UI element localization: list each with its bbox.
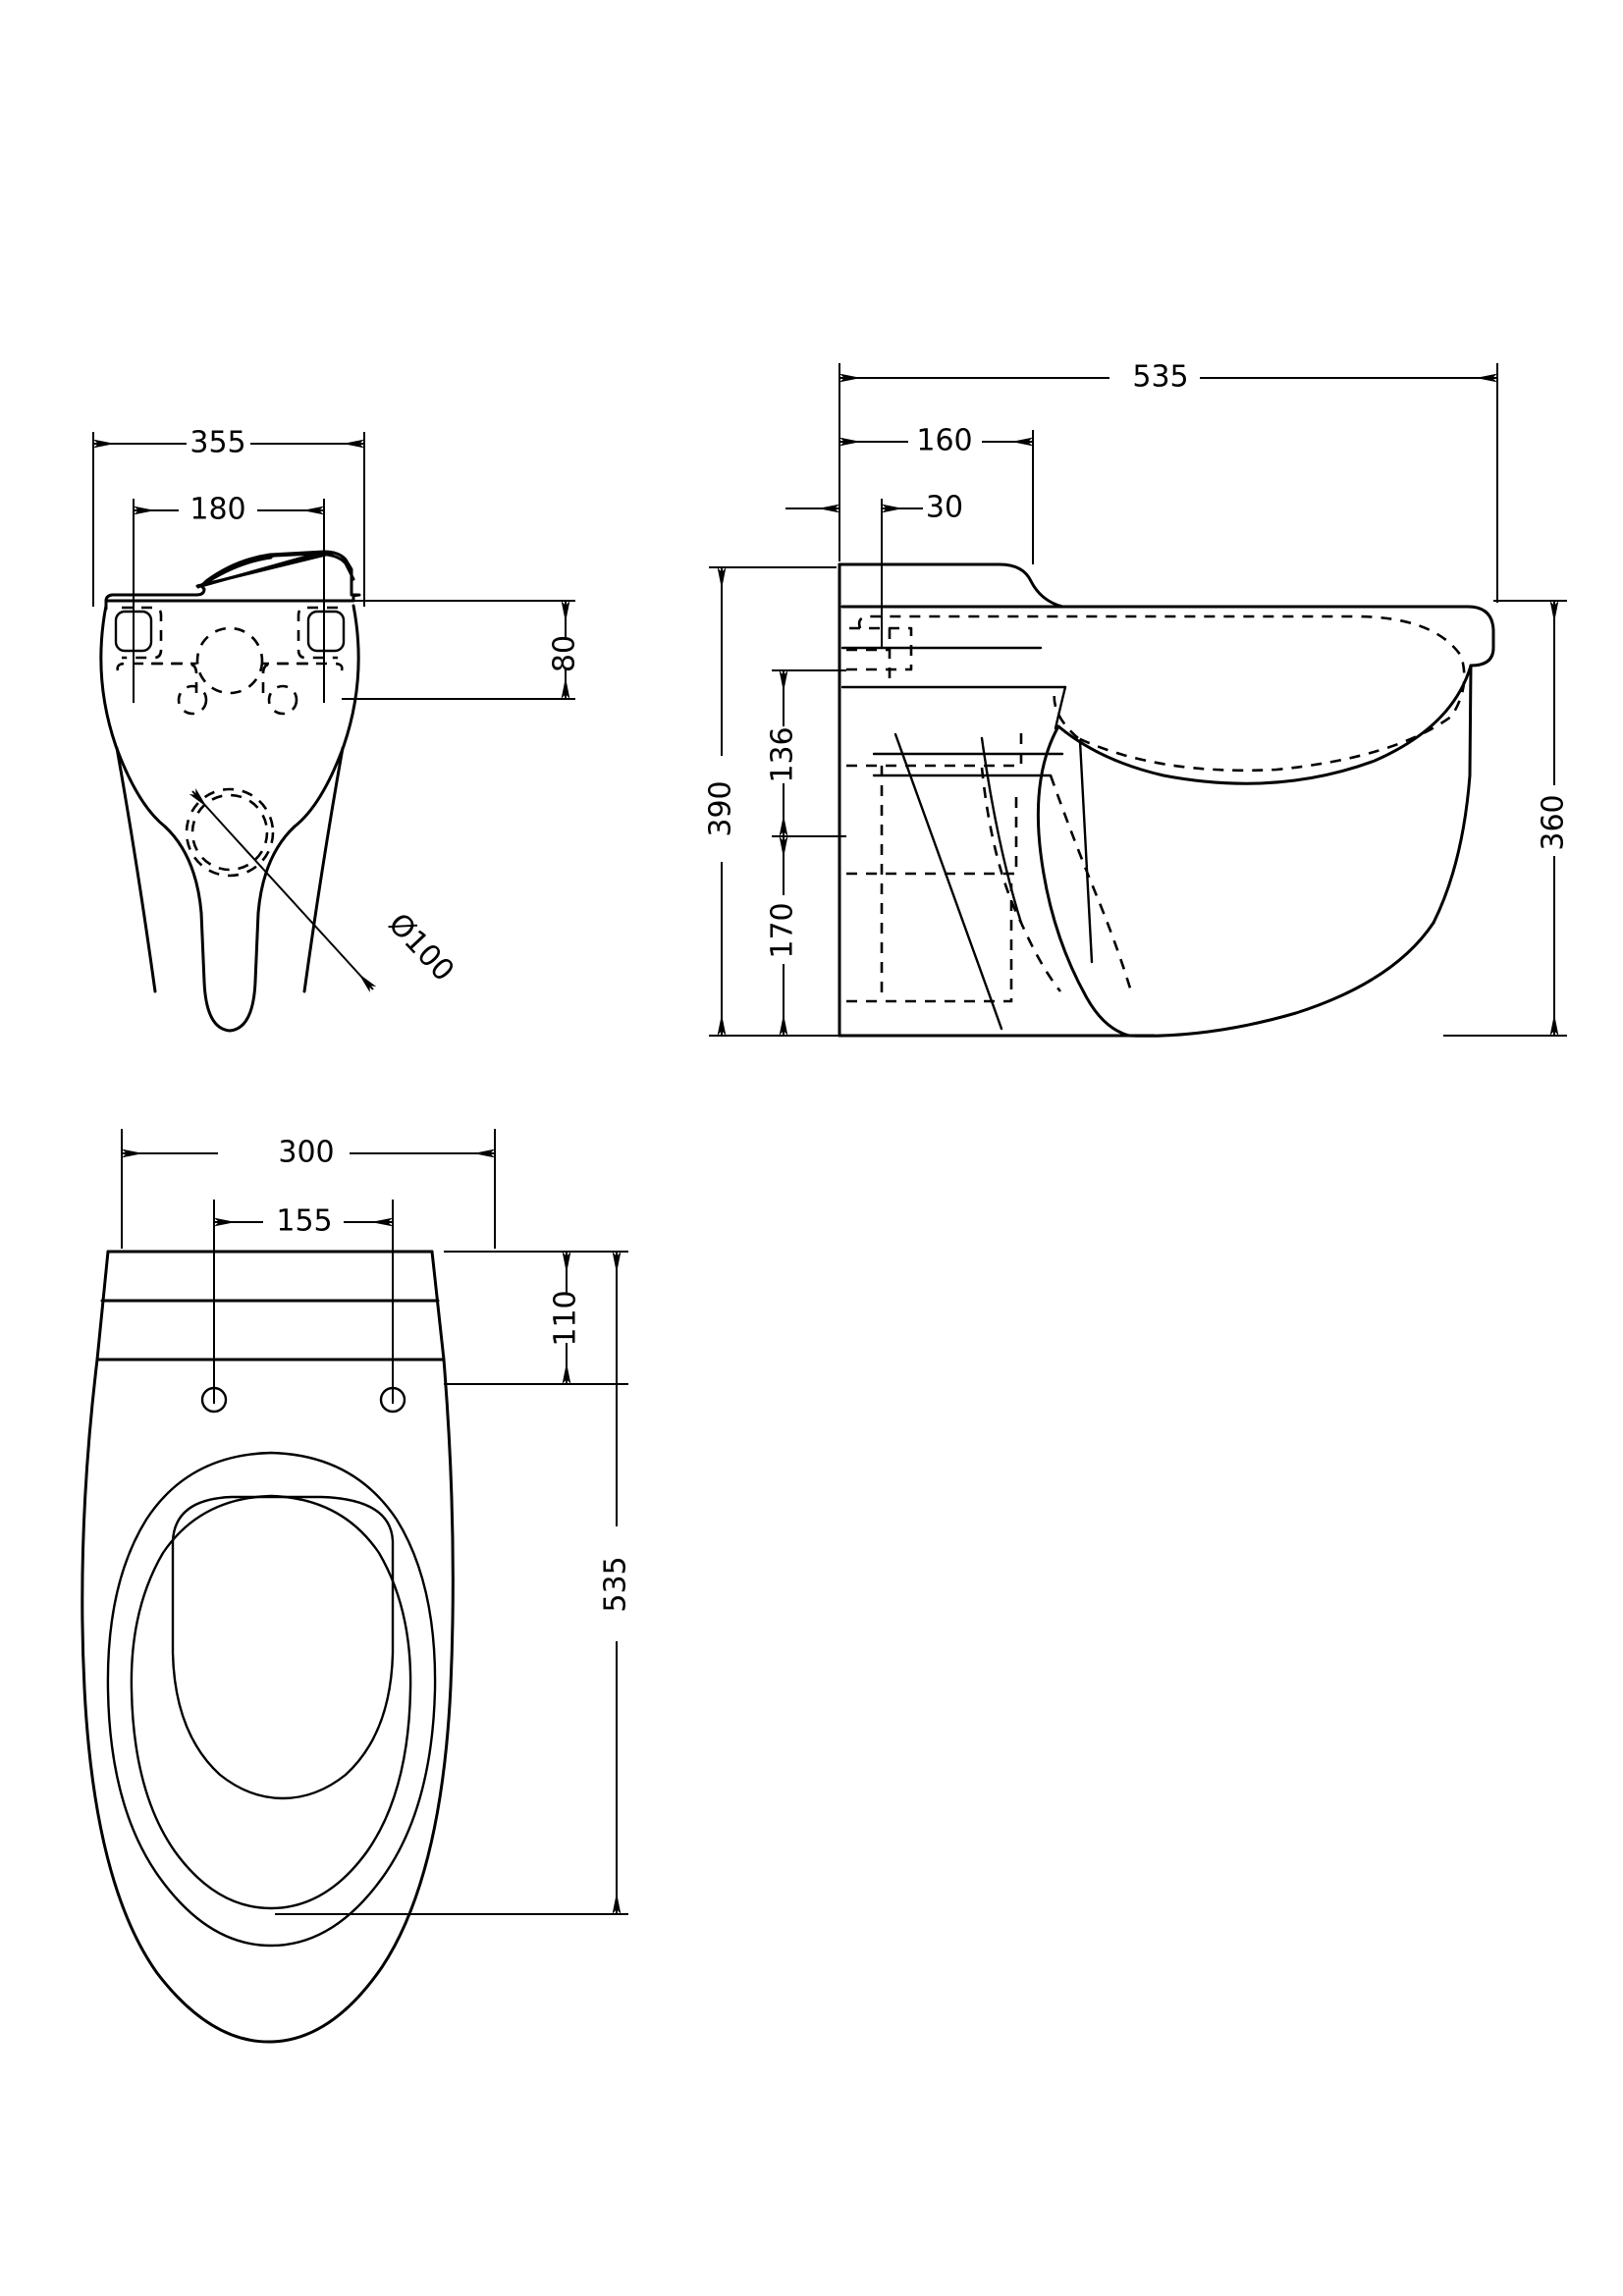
dim-front-width-label: 355 [189, 426, 245, 460]
front-elevation-view: 355 180 80 Ø100 [92, 426, 582, 1033]
side-rim-detail [840, 646, 1067, 730]
plan-seat-outline [81, 1250, 455, 2044]
side-internal-structure [872, 732, 1064, 1031]
dim-plan-fixing-centres-label: 155 [276, 1204, 332, 1239]
dim-plan-width: 300 [121, 1129, 496, 1249]
dim-side-lower-fixing: 170 [766, 835, 846, 1037]
dim-plan-total-depth: 535 [275, 1251, 633, 1915]
front-hidden-waste-circle [185, 787, 275, 878]
side-pan-outline [840, 605, 1495, 1038]
dim-front-fixing-centres-label: 180 [189, 493, 245, 527]
dim-side-bowl-height-label: 360 [1537, 794, 1571, 850]
dim-front-rim-height-label: 80 [548, 635, 582, 672]
front-top-slab [196, 550, 355, 589]
front-fixing-slot-left [114, 606, 163, 660]
dim-side-upper-fixing: 136 [766, 669, 846, 837]
dim-plan-rear-depth: 110 [444, 1251, 628, 1385]
dim-side-fixing-offset: 160 [839, 424, 1034, 564]
dim-side-total-height-label: 390 [704, 780, 738, 836]
plan-seat-ring-outer [106, 1451, 437, 1948]
dim-front-waste-diameter-label: Ø100 [381, 907, 460, 988]
side-hidden-bowl [857, 614, 1466, 773]
side-wall-panel [838, 562, 1156, 1038]
plan-aperture [171, 1495, 395, 1800]
dim-side-waste-offset: 30 [785, 491, 963, 648]
dim-front-rim-height: 80 [342, 600, 582, 700]
front-pan-outline [99, 550, 361, 1033]
dim-side-projection-label: 535 [1132, 360, 1188, 395]
dim-side-projection: 535 [839, 360, 1498, 603]
side-hidden-bracket-lower [846, 728, 1023, 1003]
dim-front-fixing-centres: 180 [133, 493, 325, 703]
dim-side-total-height: 390 [704, 566, 1129, 1037]
dim-front-width: 355 [92, 426, 365, 607]
front-hidden-bolt-hole-right [267, 684, 298, 716]
dim-plan-fixing-centres: 155 [213, 1200, 394, 1404]
front-hidden-rim [116, 662, 344, 699]
plan-seat-ring-inner [130, 1494, 412, 1910]
dim-side-lower-fixing-label: 170 [766, 902, 800, 958]
side-hidden-trap [880, 766, 1133, 1001]
side-hidden-bracket-upper [846, 626, 913, 687]
side-elevation-view: 535 160 30 390 [704, 360, 1571, 1038]
front-fixing-slot-right [297, 606, 346, 660]
dim-side-bowl-height: 360 [1443, 600, 1571, 1037]
dim-plan-width-label: 300 [278, 1136, 334, 1170]
dim-side-waste-offset-label: 30 [926, 491, 963, 525]
dim-plan-rear-depth-label: 110 [549, 1290, 583, 1346]
dim-side-upper-fixing-label: 136 [766, 726, 800, 782]
front-hidden-bolt-hole-left [177, 684, 208, 716]
plan-view: 300 155 110 535 [81, 1129, 633, 2044]
front-hidden-flush-circle [195, 626, 264, 695]
dim-plan-total-depth-label: 535 [599, 1556, 633, 1612]
side-outlet-stub [1078, 739, 1094, 964]
dim-side-fixing-offset-label: 160 [916, 424, 972, 458]
dim-front-waste-diameter: Ø100 [189, 788, 460, 992]
